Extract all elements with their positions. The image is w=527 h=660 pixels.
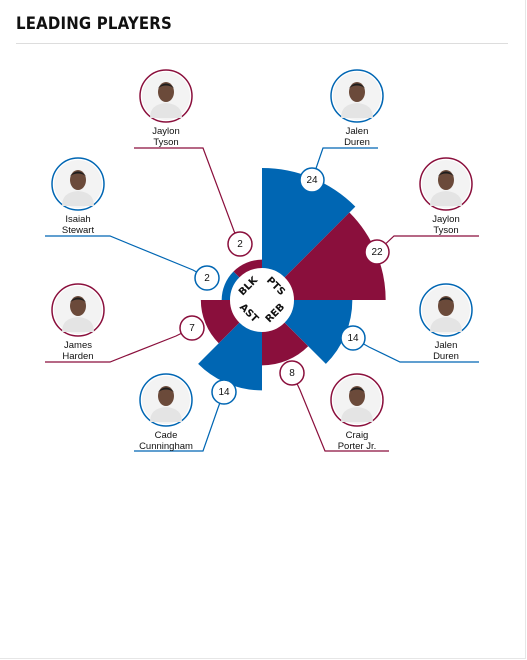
stat-value: 14 xyxy=(218,387,230,398)
jersey-shape xyxy=(430,317,462,332)
stat-value: 24 xyxy=(306,175,318,186)
jersey-shape xyxy=(341,103,373,118)
player-last-name: Duren xyxy=(433,351,459,362)
head-shape xyxy=(70,170,86,190)
jersey-shape xyxy=(430,191,462,206)
bar-away-blk xyxy=(233,259,262,278)
section-title: LEADING PLAYERS xyxy=(16,14,172,34)
stat-value: 22 xyxy=(371,247,383,258)
player-last-name: Tyson xyxy=(433,225,458,236)
hair-shape xyxy=(70,297,86,302)
player-first-name: Jalen xyxy=(435,340,458,351)
player-avatar xyxy=(330,373,384,427)
head-shape xyxy=(349,82,365,102)
bar-home-blk xyxy=(221,271,240,300)
leader-line xyxy=(352,337,479,363)
bar-away-reb xyxy=(262,322,309,366)
head-shape xyxy=(438,170,454,190)
player-last-name: Tyson xyxy=(153,137,178,148)
stat-badge xyxy=(279,360,305,386)
stat-badge xyxy=(340,325,366,351)
stat-badge xyxy=(364,239,390,265)
stat-value: 2 xyxy=(237,239,243,250)
jersey-shape xyxy=(62,191,94,206)
player-first-name: Craig xyxy=(346,430,369,441)
hair-shape xyxy=(349,83,365,88)
jersey-shape xyxy=(341,407,373,422)
head-shape xyxy=(158,82,174,102)
bar-home-ast xyxy=(198,322,262,391)
player-first-name: Jaylon xyxy=(432,214,459,225)
player-avatar xyxy=(139,69,193,123)
head-shape xyxy=(70,296,86,316)
player-last-name: Porter Jr. xyxy=(338,441,377,452)
player-avatar xyxy=(51,283,105,337)
leader-line xyxy=(376,235,479,253)
player-last-name: Stewart xyxy=(62,225,95,236)
stat-badge xyxy=(211,379,237,405)
hair-shape xyxy=(349,387,365,392)
head-shape xyxy=(158,386,174,406)
player-first-name: Isaiah xyxy=(65,214,90,225)
stat-badge xyxy=(194,265,220,291)
player-first-name: Jalen xyxy=(346,126,369,137)
head-shape xyxy=(349,386,365,406)
player-last-name: Cunningham xyxy=(139,441,193,452)
player-avatar xyxy=(139,373,193,427)
hair-shape xyxy=(438,171,454,176)
jersey-shape xyxy=(150,407,182,422)
hair-shape xyxy=(70,171,86,176)
jersey-shape xyxy=(62,317,94,332)
stat-value: 14 xyxy=(347,333,359,344)
stat-value: 7 xyxy=(189,323,195,334)
hair-shape xyxy=(158,387,174,392)
player-first-name: James xyxy=(64,340,92,351)
stat-badge xyxy=(179,315,205,341)
hair-shape xyxy=(438,297,454,302)
head-shape xyxy=(438,296,454,316)
player-last-name: Harden xyxy=(62,351,93,362)
bar-away-ast xyxy=(200,300,240,344)
player-avatar xyxy=(51,157,105,211)
player-last-name: Duren xyxy=(344,137,370,148)
bars xyxy=(198,168,386,391)
title-divider xyxy=(16,43,508,44)
leader-line xyxy=(45,235,208,279)
stat-badge xyxy=(227,231,253,257)
player-avatar xyxy=(330,69,384,123)
player-first-name: Cade xyxy=(155,430,178,441)
player-avatar xyxy=(419,157,473,211)
player-avatar xyxy=(419,283,473,337)
jersey-shape xyxy=(150,103,182,118)
bar-away-pts xyxy=(284,212,386,300)
bar-home-pts xyxy=(262,168,356,278)
hair-shape xyxy=(158,83,174,88)
center-hub xyxy=(230,268,294,332)
stat-value: 2 xyxy=(204,273,210,284)
stat-badge xyxy=(299,167,325,193)
stat-value: 8 xyxy=(289,368,295,379)
player-first-name: Jaylon xyxy=(152,126,179,137)
bar-home-reb xyxy=(284,300,353,364)
leader-line xyxy=(134,147,241,245)
